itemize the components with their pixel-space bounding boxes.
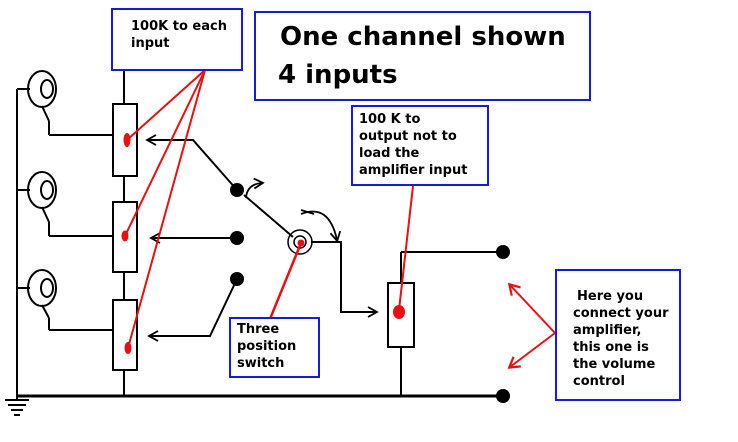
title-line-1: One channel shown — [280, 22, 566, 52]
switch-note: Three position switch — [229, 317, 320, 378]
output-terminal-ground — [496, 389, 510, 403]
note-line: amplifier, — [573, 323, 642, 338]
wiper-arrow-3 — [147, 278, 238, 342]
switch-contact-3 — [230, 272, 244, 286]
switch-wiper — [243, 194, 294, 238]
note-line: the volume — [573, 357, 656, 372]
input-resistor-2 — [112, 188, 138, 284]
input-jack-3 — [27, 269, 124, 331]
note-line: 100 K to — [359, 112, 421, 127]
wiper-arrow-1 — [145, 134, 238, 191]
note-line: load the — [359, 146, 420, 161]
wire-to-volume — [311, 241, 379, 318]
switch-leader-dot — [297, 239, 305, 247]
ground-bus — [16, 88, 503, 398]
volume-resistor — [387, 252, 415, 396]
title-line-2: 4 inputs — [278, 60, 398, 90]
note-line: this one is — [573, 340, 649, 355]
note-line: switch — [237, 356, 285, 371]
wiper-dot-2 — [121, 230, 129, 242]
note-line: 100K to each — [131, 19, 227, 34]
wiper-dot-1 — [123, 133, 131, 147]
amplifier-note: Here you connect your amplifier, this on… — [555, 269, 681, 401]
output-resistor-leader — [398, 185, 414, 311]
note-line: Three — [237, 322, 280, 337]
switch-contact-1 — [230, 183, 244, 197]
amp-arrow-signal — [507, 282, 556, 334]
input-jack-2 — [27, 171, 124, 237]
input-resistor-leaders — [124, 69, 206, 349]
note-line: control — [573, 374, 625, 389]
switch-leader — [268, 242, 303, 320]
input-resistor-1 — [112, 60, 138, 188]
note-line: position — [237, 339, 297, 354]
note-line: output not to — [359, 129, 457, 144]
output-terminal-signal — [496, 245, 510, 259]
switch-contact-2 — [230, 231, 244, 245]
note-line: amplifier input — [359, 163, 468, 178]
wiper-swing-arrow — [245, 177, 265, 199]
amp-arrow-ground — [507, 332, 556, 369]
input-jack-1 — [27, 70, 124, 136]
title-box: One channel shown 4 inputs — [254, 11, 591, 101]
output-resistor-note: 100 K to output not to load the amplifie… — [351, 105, 489, 186]
input-resistor-3 — [112, 284, 138, 396]
note-line: connect your — [573, 306, 669, 321]
rotation-arrow — [300, 210, 342, 243]
note-line: Here you — [577, 289, 644, 304]
ground-symbol — [5, 396, 29, 416]
rotation-arrow-tail — [300, 209, 315, 215]
note-line: input — [131, 36, 170, 51]
input-resistor-note: 100K to each input — [111, 8, 243, 71]
wiper-dot-3 — [124, 342, 132, 354]
volume-wiper-dot — [393, 305, 405, 319]
